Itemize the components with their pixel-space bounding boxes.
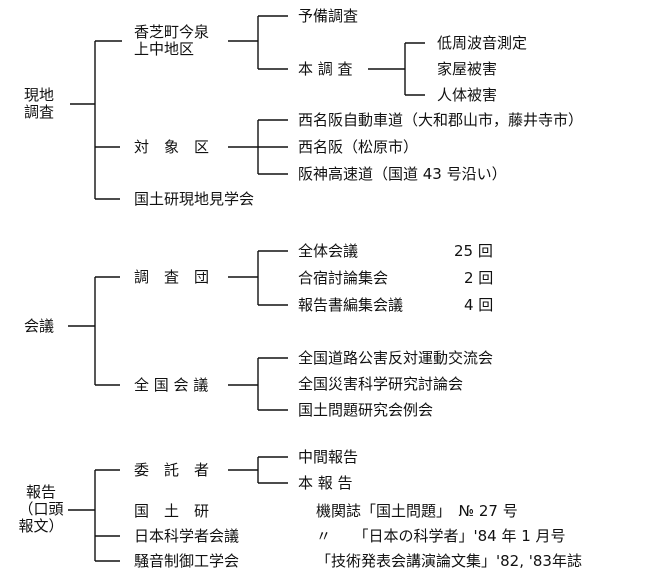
house-damage-node: 家屋被害 xyxy=(437,60,498,78)
noise-control-publication: 「技術発表会講演論文集」'82, '83年誌 xyxy=(316,552,582,570)
interim-report-node: 中間報告 xyxy=(298,448,359,466)
plenary-meeting-count: 25 回 xyxy=(454,242,493,260)
camp-meeting-node: 合宿討論集会 xyxy=(298,269,389,287)
kokudoken-publication: 機関誌「国土問題」 № 27 号 xyxy=(316,502,518,520)
science-council-publication: 〃 「日本の科学者」'84 年 1 月号 xyxy=(316,527,566,545)
report-root-label: 報告（口頭報文） xyxy=(18,483,64,535)
noise-control-society-node: 騒音制御工学会 xyxy=(134,552,240,570)
survey-area-node: 香芝町今泉上中地区 xyxy=(134,23,210,58)
human-damage-node: 人体被害 xyxy=(437,86,498,104)
national-meeting-node: 全 国 会 議 xyxy=(134,376,209,394)
report-edit-meeting-node: 報告書編集会議 xyxy=(298,296,404,314)
target-area-node: 対 象 区 xyxy=(134,138,210,156)
final-report-node: 本 報 告 xyxy=(298,474,353,492)
survey-root-label: 現地調査 xyxy=(24,86,55,121)
meeting-root-label: 会議 xyxy=(24,317,55,335)
report-edit-meeting-count: 4 回 xyxy=(464,296,494,314)
disaster-science-conference-node: 全国災害科学研究討論会 xyxy=(298,375,464,393)
plenary-meeting-node: 全体会議 xyxy=(298,242,359,260)
main-survey-node: 本 調 査 xyxy=(298,60,353,78)
camp-meeting-count: 2 回 xyxy=(464,269,494,287)
kokudoken-site-visit-node: 国土研現地見学会 xyxy=(134,190,255,208)
land-issues-meeting-node: 国土問題研究会例会 xyxy=(298,401,434,419)
road-pollution-exchange-node: 全国道路公害反対運動交流会 xyxy=(298,349,494,367)
hanshin-expressway-node: 阪神高速道（国道 43 号沿い） xyxy=(298,165,507,183)
survey-team-node: 調 査 団 xyxy=(134,268,210,286)
science-council-node: 日本科学者会議 xyxy=(134,527,240,545)
nishi-hanshin-expressway-node: 西名阪自動車道（大和郡山市，藤井寺市） xyxy=(298,111,584,129)
prelim-survey-node: 予備調査 xyxy=(298,7,359,25)
kokudoken-node: 国 土 研 xyxy=(134,502,210,520)
nishi-hanshin-matsubara-node: 西名阪（松原市） xyxy=(298,138,419,156)
low-frequency-node: 低周波音測定 xyxy=(437,34,528,52)
trustee-node: 委 託 者 xyxy=(134,461,210,479)
